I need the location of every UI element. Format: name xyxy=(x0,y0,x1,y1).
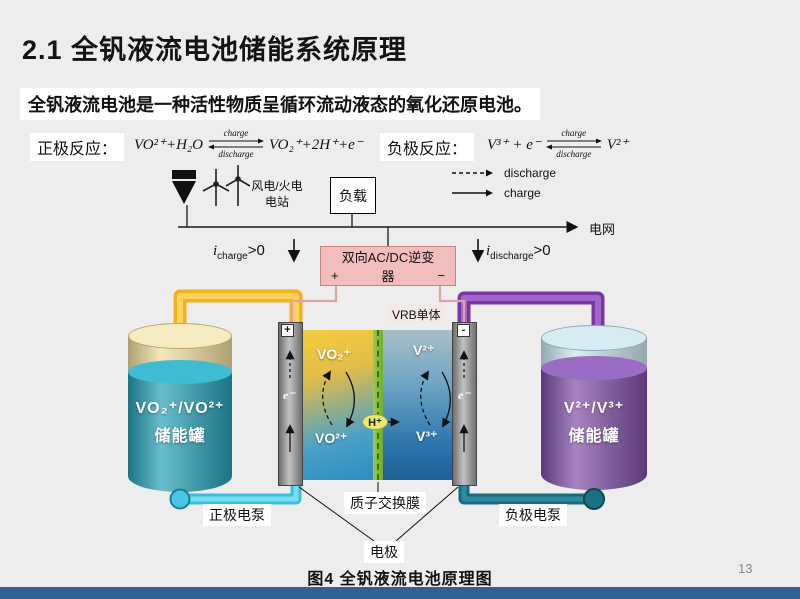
solid-arrow-icon xyxy=(452,189,493,197)
positive-terminal-sign: + xyxy=(281,324,294,337)
vrb-cell-label: VRB单体 xyxy=(388,305,445,324)
negative-tank-label-species: V²⁺/V³⁺ xyxy=(563,400,625,417)
grid-label: 电网 xyxy=(589,222,616,237)
membrane-dashed-line xyxy=(377,330,379,480)
inverter-plus-terminal: + xyxy=(331,268,339,283)
positive-tank: VO₂⁺/VO²⁺ 储能罐 xyxy=(128,323,232,492)
species-vo2-plus: VO₂⁺ xyxy=(317,346,351,362)
negative-terminal-sign: - xyxy=(457,324,470,337)
i-charge-label: icharge>0 xyxy=(213,242,265,262)
negative-pump-label: 负极电泵 xyxy=(499,504,567,526)
dc-wire-positive xyxy=(290,286,338,324)
double-arrow-icon xyxy=(545,138,602,150)
dc-wire-negative xyxy=(438,286,466,324)
legend-charge: charge xyxy=(452,186,556,200)
negative-half-cell xyxy=(383,330,452,480)
positive-half-cell xyxy=(303,330,373,480)
power-station-label: 风电/火电 电站 xyxy=(251,179,303,210)
proton-exchange-membrane xyxy=(373,330,383,480)
double-arrow-icon xyxy=(207,138,264,150)
negative-tank-liquid-surface xyxy=(541,356,647,380)
species-v3-plus: V³⁺ xyxy=(416,428,438,444)
equilibrium-arrows-icon: charge discharge xyxy=(545,129,603,159)
i-discharge-label: idischarge>0 xyxy=(486,242,551,262)
proton-ion-badge: H⁺ xyxy=(362,414,388,430)
positive-reaction-label: 正极反应： xyxy=(30,133,125,161)
equation-lhs: VO²⁺+H₂O xyxy=(134,136,203,153)
electrode-label: 电极 xyxy=(364,541,404,563)
inverter-label: 双向AC/DC逆变 xyxy=(341,250,435,265)
legend-discharge: discharge xyxy=(452,166,556,180)
inverter-label-2: 器 xyxy=(381,269,395,284)
positive-tank-liquid-surface xyxy=(128,360,232,384)
positive-tank-label-species: VO₂⁺/VO²⁺ xyxy=(135,400,225,417)
negative-reaction-label: 负极反应： xyxy=(380,133,475,161)
figure-caption: 图4 全钒液流电池原理图 xyxy=(307,571,493,588)
equation-rhs: V²⁺ xyxy=(606,136,629,153)
page-number: 13 xyxy=(738,561,753,576)
equation-lhs: V³⁺ + e⁻ xyxy=(487,136,541,153)
positive-reaction-equation: VO²⁺+H₂O charge discharge VO₂⁺+2H⁺+e⁻ xyxy=(134,129,363,159)
positive-electrode xyxy=(278,322,303,486)
arrow-legend: discharge charge xyxy=(452,166,556,200)
charge-direction-label: charge xyxy=(561,128,587,138)
equation-rhs: VO₂⁺+2H⁺+e⁻ xyxy=(268,136,363,153)
negative-tank: V²⁺/V³⁺ 储能罐 xyxy=(541,325,647,490)
species-v2-plus: V²⁺ xyxy=(413,342,435,358)
negative-electrode xyxy=(452,322,477,486)
positive-pump-label: 正极电泵 xyxy=(203,504,271,526)
charge-direction-label: charge xyxy=(223,128,249,138)
page-title: 2.1 全钒液流电池储能系统原理 xyxy=(22,35,408,65)
equilibrium-arrows-icon: charge discharge xyxy=(207,129,265,159)
discharge-direction-label: discharge xyxy=(218,149,254,159)
membrane-label: 质子交换膜 xyxy=(344,492,426,514)
negative-tank-label-name: 储能罐 xyxy=(568,428,620,445)
load-box: 负载 xyxy=(330,177,376,214)
legend-charge-label: charge xyxy=(504,186,541,200)
discharge-direction-label: discharge xyxy=(556,149,592,159)
electron-label-right: e⁻ xyxy=(458,388,470,402)
positive-tank-label-name: 储能罐 xyxy=(154,428,206,445)
dashed-arrow-icon xyxy=(452,169,493,177)
legend-discharge-label: discharge xyxy=(504,166,557,180)
species-vo-2plus: VO²⁺ xyxy=(315,430,348,446)
wind-turbine-icon xyxy=(202,165,251,206)
subtitle: 全钒液流电池是一种活性物质呈循环流动液态的氧化还原电池。 xyxy=(20,88,540,120)
negative-tank-cap xyxy=(541,325,647,351)
positive-tank-cap xyxy=(128,323,232,349)
footer-bar xyxy=(0,587,800,599)
electron-label-left: e⁻ xyxy=(283,388,295,402)
negative-reaction-equation: V³⁺ + e⁻ charge discharge V²⁺ xyxy=(487,129,628,159)
inverter-box: 双向AC/DC逆变 + 器 − xyxy=(320,246,456,286)
inverter-minus-terminal: − xyxy=(437,268,445,283)
solar-panel-icon xyxy=(172,170,196,204)
